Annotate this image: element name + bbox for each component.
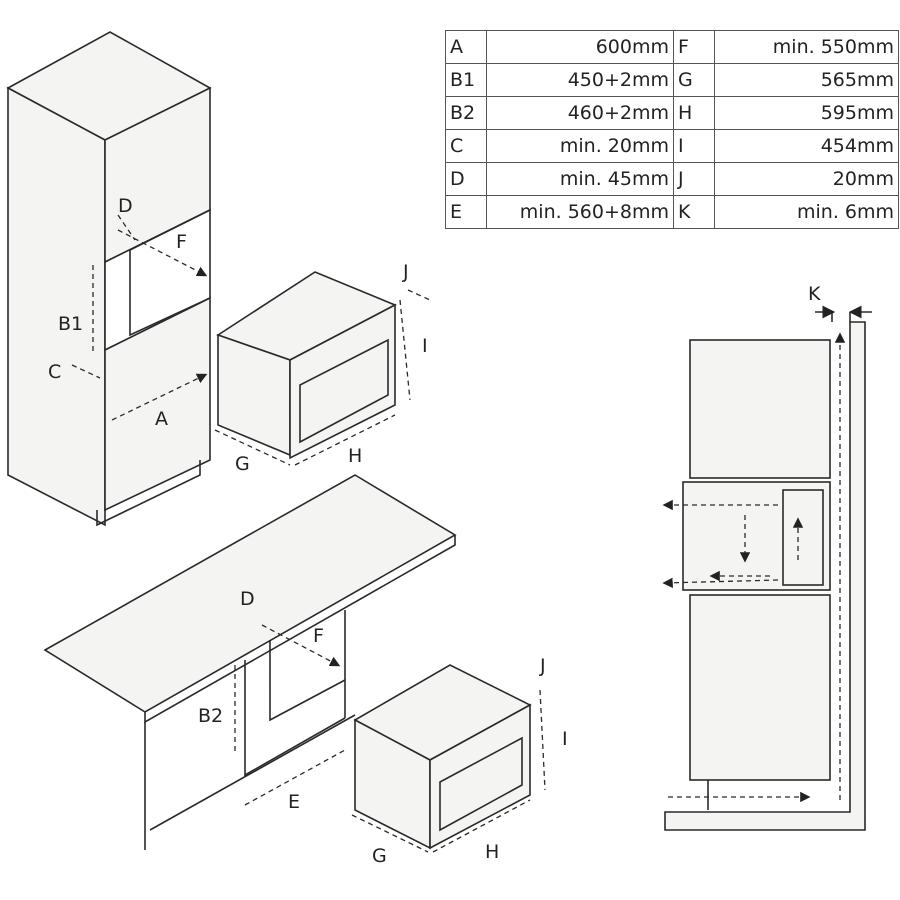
- label-counter-F: F: [313, 625, 324, 647]
- dimension-value: min. 45mm: [486, 162, 674, 196]
- label-oven2-G: G: [372, 845, 387, 867]
- dimension-value: 600mm: [486, 30, 674, 64]
- label-tall-A: A: [155, 408, 168, 430]
- dimension-key: E: [445, 195, 487, 229]
- label-counter-D: D: [240, 588, 255, 610]
- label-tall-D: D: [118, 195, 133, 217]
- dimension-key: D: [445, 162, 487, 196]
- dimension-key: A: [445, 30, 487, 64]
- label-oven1-G: G: [235, 453, 250, 475]
- dimension-key: B1: [445, 63, 487, 97]
- tall-cabinet: [6, 31, 212, 527]
- dimension-key: G: [673, 63, 715, 97]
- counter-unit: [43, 474, 457, 850]
- oven-2: [351, 664, 546, 853]
- label-airflow-K: K: [808, 283, 821, 305]
- label-oven1-I: I: [422, 335, 428, 357]
- dimension-value: 450+2mm: [486, 63, 674, 97]
- label-tall-B1: B1: [58, 313, 83, 335]
- label-tall-C: C: [48, 361, 61, 383]
- dimension-value: 565mm: [714, 63, 899, 97]
- dimension-value: min. 560+8mm: [486, 195, 674, 229]
- dimension-value: 460+2mm: [486, 96, 674, 130]
- dimension-value: min. 20mm: [486, 129, 674, 163]
- label-oven2-J: J: [539, 655, 546, 677]
- label-oven1-H: H: [348, 445, 362, 467]
- label-oven1-J: J: [402, 261, 409, 283]
- airflow-side-view: [662, 305, 872, 831]
- dimension-value: min. 6mm: [714, 195, 899, 229]
- dimension-value: 595mm: [714, 96, 899, 130]
- dimension-key: K: [673, 195, 715, 229]
- label-tall-F: F: [176, 231, 187, 253]
- label-counter-B2: B2: [198, 705, 223, 727]
- label-oven2-H: H: [485, 841, 499, 863]
- label-oven2-I: I: [562, 728, 568, 750]
- label-counter-E: E: [288, 791, 300, 813]
- oven-1: [214, 271, 431, 466]
